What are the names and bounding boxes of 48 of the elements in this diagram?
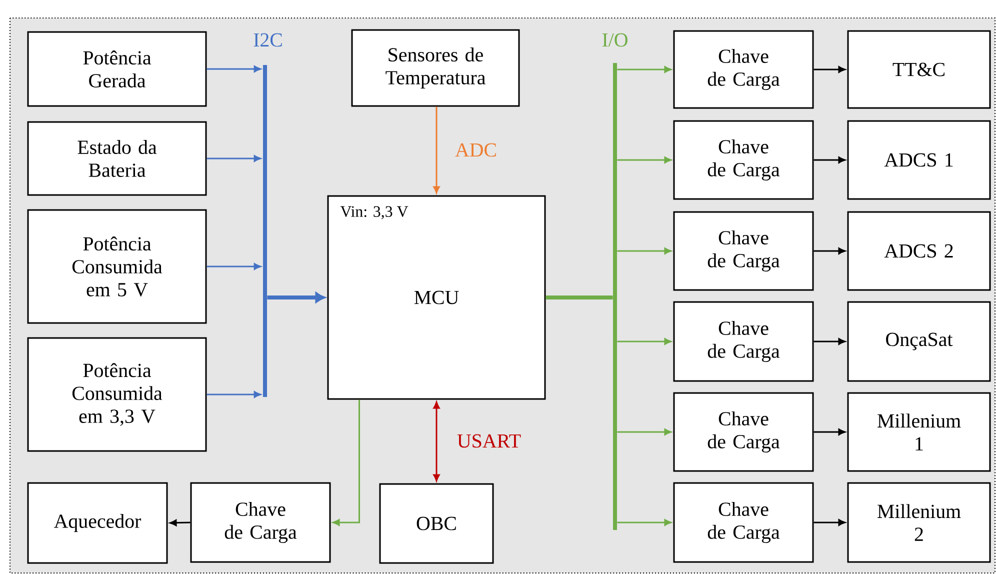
block-box: Estado da Bateria: [27, 121, 207, 196]
block-box: Potência Consumida em 3,3 V: [27, 337, 207, 452]
block-box: Millenium 1: [847, 392, 991, 472]
bus-label: I/O: [602, 33, 628, 47]
block-box: Potência Gerada: [27, 31, 207, 107]
arrow: [814, 248, 846, 254]
arrow: [617, 66, 672, 73]
block-box: Chave de Carga: [673, 392, 814, 472]
arrow: [617, 248, 672, 254]
bus-label: I2C: [254, 33, 282, 47]
arrow: [617, 428, 672, 436]
edge-label: ADC: [455, 143, 496, 157]
arrow: [814, 428, 846, 436]
block-box: TT&C: [847, 30, 991, 109]
block-box: ADCS 2: [847, 211, 991, 291]
arrow: [206, 66, 261, 72]
arrow: [332, 400, 360, 526]
block-box: OBC: [379, 483, 494, 564]
block-box: ADCS 1: [847, 120, 991, 200]
arrow: [206, 391, 261, 398]
block-box: Sensores de Temperatura: [351, 29, 520, 107]
block-box: Chave de Carga: [673, 211, 814, 291]
bus-bar: [263, 65, 267, 397]
arrow: [814, 519, 846, 526]
block-box: Chave de Carga: [673, 301, 814, 382]
arrow: [433, 402, 440, 482]
arrow: [206, 155, 261, 162]
block-box: Millenium 2: [847, 482, 991, 563]
arrow: [814, 338, 846, 345]
block-box: OnçaSat: [847, 301, 991, 382]
block-box: Chave de Carga: [673, 30, 814, 109]
block-box: Chave de Carga: [190, 482, 331, 563]
arrow: [617, 519, 672, 526]
edge-label: USART: [457, 434, 521, 448]
mcu-box: MCU Vin: 3,3 V: [327, 195, 546, 400]
arrow: [814, 156, 846, 164]
block-box: Aquecedor: [27, 482, 168, 564]
arrow: [814, 66, 846, 73]
arrow: [206, 263, 261, 270]
arrow: [267, 292, 325, 303]
arrow: [617, 156, 672, 164]
bus-bar: [613, 63, 617, 530]
block-box: Chave de Carga: [673, 120, 814, 200]
block-box: Chave de Carga: [673, 482, 814, 563]
arrow: [433, 106, 440, 194]
arrow: [617, 338, 672, 345]
block-box: Potência Consumida em 5 V: [27, 209, 207, 324]
arrow: [170, 520, 190, 526]
